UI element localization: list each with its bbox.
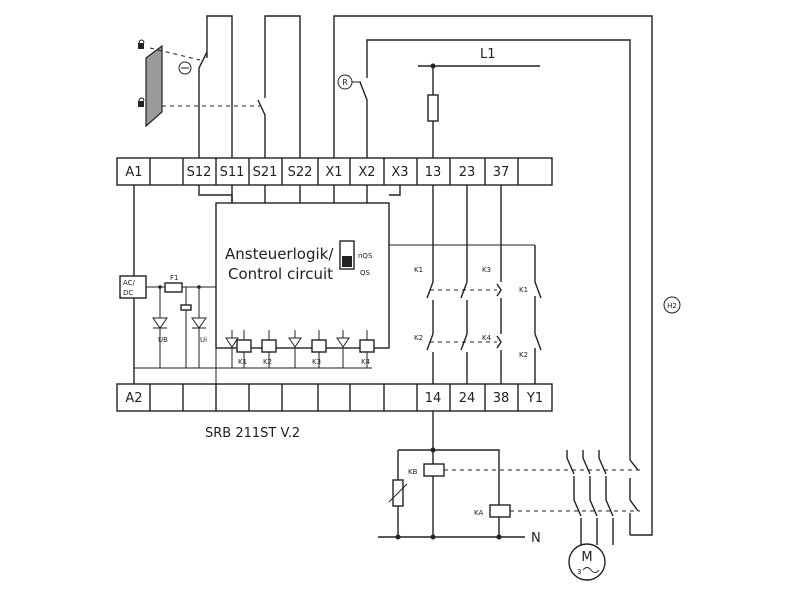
relay-coils: K1 K2 K3 K4 (225, 330, 375, 368)
contact-k4-label: K4 (482, 334, 492, 342)
relay-k3-coil (311, 339, 327, 353)
led-ub-label: UB (158, 336, 168, 344)
terminal-x1: X1 (325, 165, 342, 180)
relay-k1-coil (236, 339, 252, 353)
terminal-x3: X3 (391, 165, 408, 180)
acdc-label-top: AC/ (123, 279, 136, 287)
l1-label: L1 (480, 47, 496, 62)
terminal-a2: A2 (125, 391, 142, 406)
terminal-s21: S21 (253, 165, 278, 180)
lock-icon (138, 101, 144, 107)
bottom-terminal-strip: A2 14 24 38 Y1 (116, 383, 553, 412)
relay-k4-coil (359, 339, 375, 353)
mode-switch-label-top: nQS (358, 252, 373, 260)
terminal-s12: S12 (187, 165, 212, 180)
output-contacts: K1 K2 K3 K4 K1 K2 (414, 185, 542, 384)
terminal-38: 38 (493, 391, 510, 406)
motor (568, 543, 606, 581)
top-terminal-strip: A1 S12 S11 S21 S22 X1 X2 X3 13 23 37 (116, 157, 553, 186)
acdc-label-bottom: DC (123, 289, 133, 297)
control-circuit-title-1: Ansteuerlogik/ (225, 245, 334, 263)
kb-label: KB (408, 468, 418, 476)
internal-fuse-f1 (164, 282, 183, 293)
mode-switch-knob (342, 256, 352, 267)
terminal-x2: X2 (358, 165, 375, 180)
terminal-a1: A1 (125, 165, 142, 180)
positive-opening-icon (178, 61, 192, 75)
terminal-37: 37 (493, 165, 510, 180)
contact-k2-label: K2 (414, 334, 423, 342)
led-ui-label: Ui (200, 336, 207, 344)
lock-icon (138, 43, 144, 49)
terminal-23: 23 (459, 165, 476, 180)
fuse-f1-label: F1 (170, 274, 178, 282)
ka-label: KA (474, 509, 483, 517)
capacitor (180, 304, 192, 311)
aux-k1-label: K1 (519, 286, 528, 294)
contact-k3-label: K3 (482, 266, 491, 274)
n-label: N (531, 531, 541, 546)
led-ui (191, 317, 207, 329)
reset-button-label: R (342, 78, 348, 87)
relay-k1-label: K1 (238, 358, 247, 366)
relay-k2-label: K2 (263, 358, 272, 366)
terminal-14: 14 (425, 391, 442, 406)
terminal-13: 13 (425, 165, 442, 180)
terminal-s11: S11 (220, 165, 245, 180)
terminal-24: 24 (459, 391, 476, 406)
motor-label: M (581, 550, 592, 565)
aux-k2-label: K2 (519, 351, 528, 359)
mode-switch-label-bottom: QS (360, 269, 371, 277)
guard-door-switch (138, 39, 260, 128)
contactor-kb-coil (423, 463, 445, 477)
contactor-ka-coil (489, 504, 511, 518)
guard-door-actuator (145, 44, 163, 128)
bottom-terminal-strip-frame (116, 383, 553, 412)
control-circuit-title-2: Control circuit (228, 265, 333, 283)
relay-k2-coil (261, 339, 277, 353)
device-name: SRB 211ST V.2 (205, 426, 300, 441)
top-terminal-strip-frame (116, 157, 553, 186)
relay-k4-label: K4 (361, 358, 371, 366)
control-circuit-box (215, 202, 390, 349)
h2-label: H2 (667, 302, 677, 310)
contact-k1-label: K1 (414, 266, 423, 274)
relay-k3-label: K3 (312, 358, 321, 366)
terminal-s22: S22 (288, 165, 313, 180)
motor-phase-label: 3 (577, 568, 581, 576)
h2-indicator (663, 296, 681, 314)
fuse (427, 94, 439, 122)
terminal-y1: Y1 (526, 391, 543, 406)
led-ub (152, 317, 168, 329)
main-contacts (566, 450, 639, 545)
